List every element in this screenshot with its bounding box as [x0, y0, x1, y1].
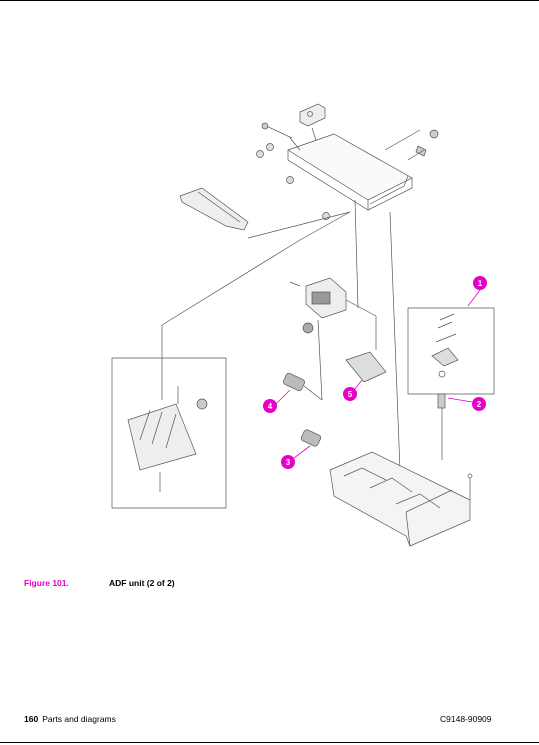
separation-pad-part — [345, 351, 387, 383]
svg-text:4: 4 — [268, 402, 273, 411]
svg-text:5: 5 — [348, 390, 353, 399]
svg-text:3: 3 — [286, 458, 291, 467]
pickup-roller-part — [300, 429, 322, 447]
adf-top-cover — [287, 133, 413, 211]
inset-frame — [407, 307, 495, 460]
washer-part — [429, 129, 439, 139]
pickup-assembly — [289, 277, 347, 319]
top-bracket — [299, 103, 326, 141]
feed-roller-part — [283, 372, 323, 401]
top-rule — [0, 0, 539, 1]
guide-bracket — [179, 187, 249, 231]
exploded-parts-diagram: 1 2 3 4 5 — [111, 103, 495, 547]
screw-part — [261, 122, 293, 139]
nut-part — [286, 176, 294, 184]
document-id: C9148-90909 — [440, 714, 492, 724]
callout-1: 1 — [473, 276, 487, 290]
callout-4: 4 — [263, 399, 277, 413]
inset-frame — [111, 357, 227, 509]
gear-part — [302, 322, 314, 334]
nut-part — [266, 143, 274, 151]
page-number: 160 — [24, 714, 39, 724]
footer-rule — [0, 742, 539, 743]
adf-chassis — [329, 451, 473, 547]
callout-2: 2 — [472, 397, 486, 411]
figure-number: Figure 101. — [24, 578, 69, 588]
clip-part — [415, 145, 427, 157]
svg-text:2: 2 — [477, 400, 482, 409]
callout-5: 5 — [343, 387, 357, 401]
figure-title: ADF unit (2 of 2) — [109, 578, 175, 588]
svg-text:1: 1 — [478, 279, 483, 288]
callout-3: 3 — [281, 455, 295, 469]
section-name: Parts and diagrams — [42, 714, 116, 724]
nut-part — [256, 150, 264, 158]
